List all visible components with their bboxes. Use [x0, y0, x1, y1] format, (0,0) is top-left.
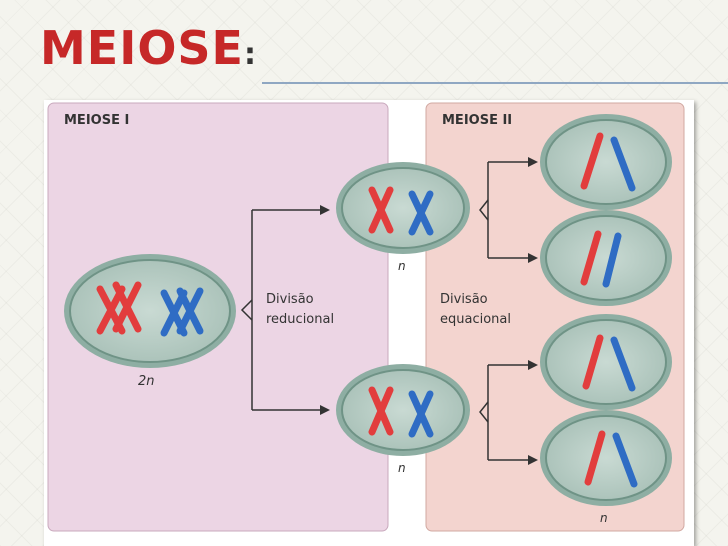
chromosome-blue	[602, 232, 622, 288]
chromosome-blue	[160, 287, 204, 337]
label-n: n	[600, 511, 608, 525]
chromosome-red	[368, 386, 394, 436]
arrow-bracket-meiose-2-bottom	[479, 364, 534, 461]
label-divisao-equacional-line2: equacional	[440, 312, 511, 327]
label-n: n	[398, 461, 406, 475]
chromosome-red	[582, 334, 604, 390]
arrow-head	[528, 253, 538, 263]
meiose-1-label: MEIOSE I	[64, 113, 129, 128]
chromosome-red	[584, 430, 606, 486]
parent-cell-2n	[64, 254, 236, 368]
gamete-cell-4	[540, 410, 672, 506]
meiose-2-label: MEIOSE II	[442, 113, 512, 128]
label-divisao-equacional-line1: Divisão	[440, 292, 488, 307]
arrow-head	[320, 405, 330, 415]
arrow-bracket-meiose-2-top	[479, 161, 534, 259]
chromosome-blue	[610, 136, 636, 192]
title-underline	[262, 82, 728, 84]
chromosome-red	[580, 230, 602, 286]
label-divisao-reducional-line2: reducional	[266, 312, 334, 327]
arrow-bracket-meiose-1	[240, 209, 326, 411]
chromosome-blue	[408, 390, 434, 438]
slide-title-text: MEIOSE	[40, 21, 244, 75]
arrow-head	[528, 360, 538, 370]
arrow-head	[528, 455, 538, 465]
gamete-cell-1	[540, 114, 672, 210]
chromosome-blue	[612, 432, 638, 488]
chromosome-red	[580, 132, 604, 190]
label-divisao-reducional-line1: Divisão	[266, 292, 314, 307]
chromosome-blue	[610, 336, 636, 392]
chromosome-red	[368, 186, 394, 234]
gamete-cell-2	[540, 210, 672, 306]
arrow-head	[320, 205, 330, 215]
chromosome-red	[96, 281, 142, 335]
slide-title-colon: :	[243, 37, 257, 72]
daughter-cell-top	[336, 162, 470, 254]
slide-title: MEIOSE:	[40, 20, 257, 83]
label-2n: 2n	[138, 374, 155, 389]
arrow-head	[528, 157, 538, 167]
gamete-cell-3	[540, 314, 672, 410]
daughter-cell-bottom	[336, 364, 470, 456]
chromosome-blue	[408, 190, 434, 236]
label-n: n	[398, 259, 406, 273]
